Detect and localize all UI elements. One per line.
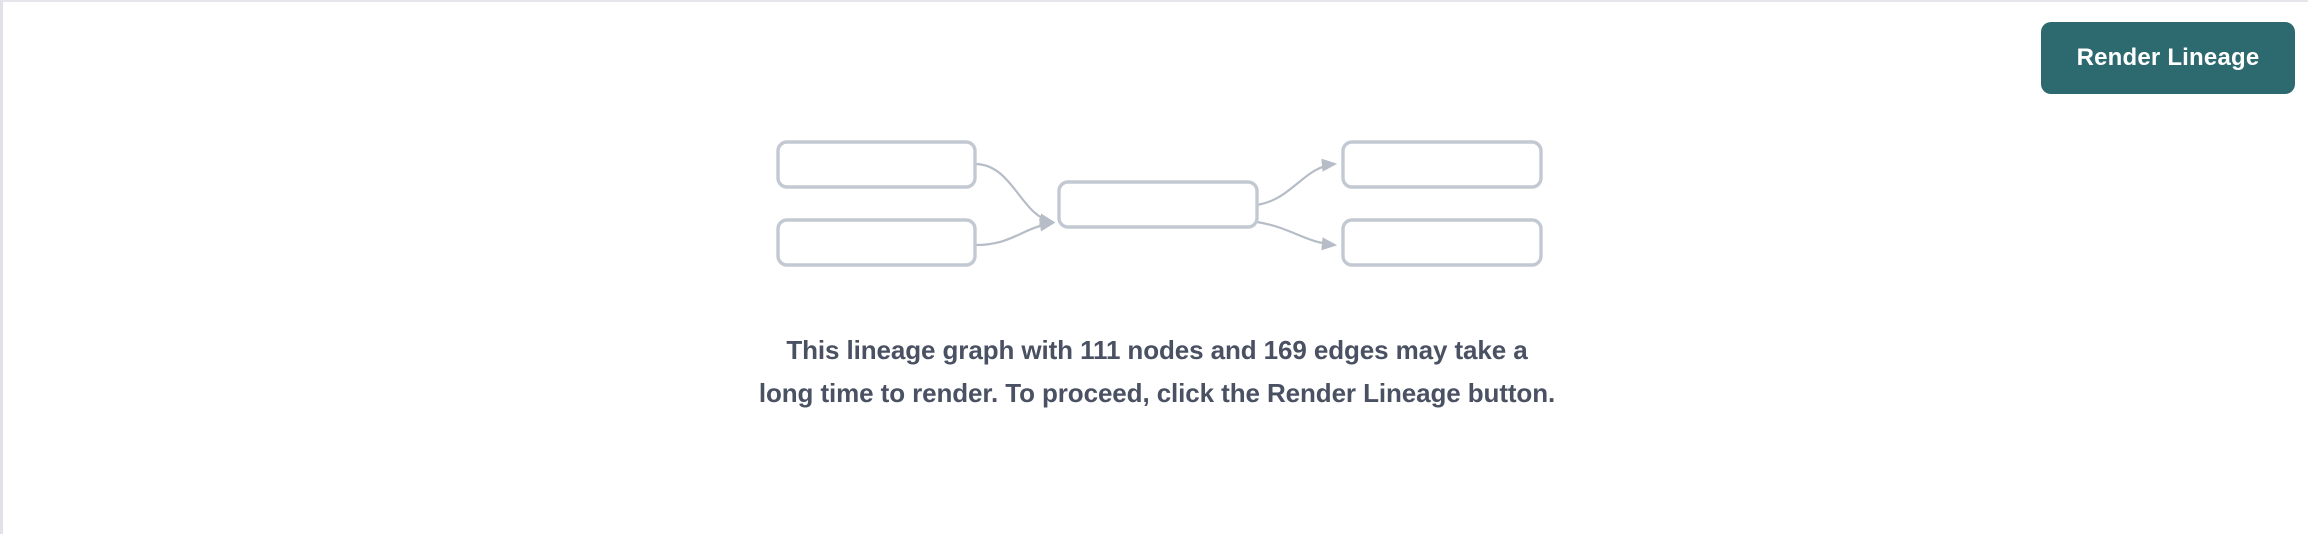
lineage-warning-message: This lineage graph with 111 nodes and 16…	[757, 329, 1557, 415]
edge-upstream-1-to-focus	[974, 162, 1056, 227]
lineage-warning-line-1: This lineage graph with 111 nodes and 16…	[786, 335, 1507, 365]
lineage-warning-line-3: button.	[1467, 378, 1556, 408]
lineage-warning-line-2: a long time to render. To proceed, click…	[758, 335, 1528, 408]
render-lineage-button[interactable]: Render Lineage	[2041, 22, 2295, 94]
lineage-node-downstream-1	[1341, 140, 1543, 189]
lineage-node-downstream-2	[1341, 218, 1543, 267]
lineage-node-focus	[1057, 180, 1259, 229]
lineage-node-upstream-1	[776, 140, 977, 189]
lineage-diagram-illustration	[763, 127, 1563, 282]
edge-focus-to-downstream-2	[1256, 220, 1338, 251]
edge-focus-to-downstream-1	[1256, 158, 1338, 207]
edge-upstream-2-to-focus	[974, 218, 1056, 247]
lineage-node-upstream-2	[776, 218, 977, 267]
lineage-placeholder: This lineage graph with 111 nodes and 16…	[3, 2, 2308, 534]
